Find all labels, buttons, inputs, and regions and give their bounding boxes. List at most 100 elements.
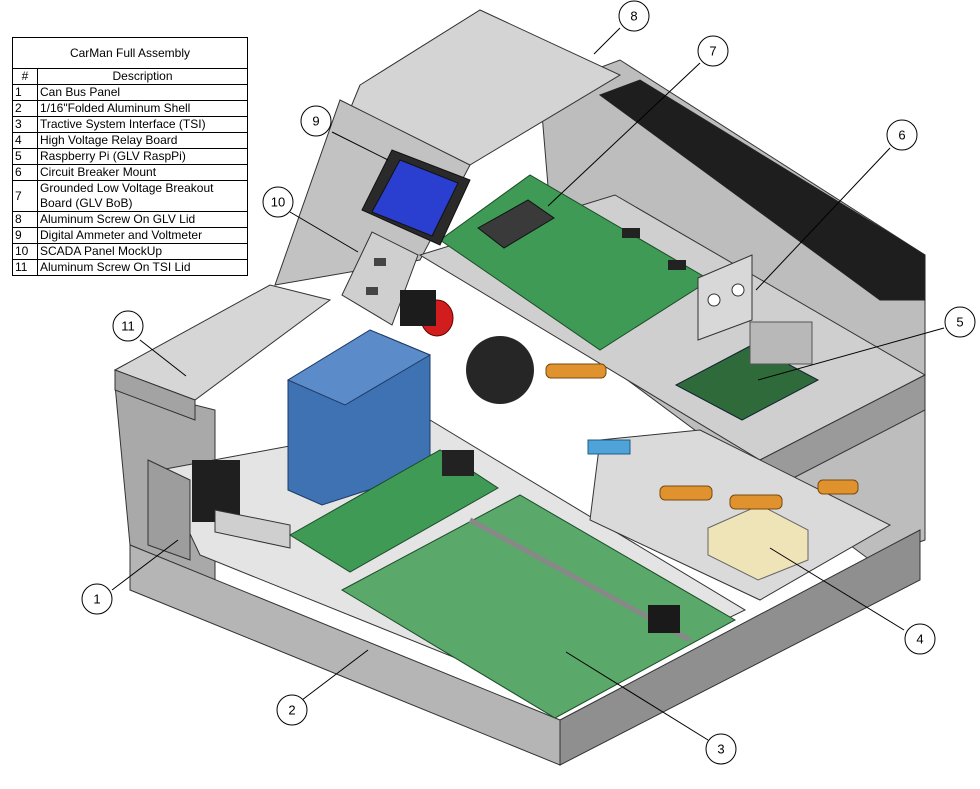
svg-text:8: 8 <box>630 9 637 24</box>
shell-front-wall-right <box>559 529 921 766</box>
bom-row-desc: Raspberry Pi (GLV RaspPi) <box>37 148 248 165</box>
bom-row-desc: 1/16"Folded Aluminum Shell <box>37 100 248 117</box>
svg-text:1: 1 <box>93 592 100 607</box>
din-rail <box>214 509 291 549</box>
leader-11 <box>139 339 187 377</box>
svg-text:5: 5 <box>956 315 963 330</box>
bom-row-num: 2 <box>12 100 38 117</box>
svg-text:6: 6 <box>898 128 905 143</box>
balloon-8: 8 <box>618 0 650 32</box>
leader-2 <box>301 649 369 701</box>
svg-text:11: 11 <box>121 319 135 334</box>
orange-resistor-d <box>817 479 859 495</box>
breaker-body <box>400 290 436 326</box>
bom-row-num: 4 <box>12 132 38 149</box>
bom-row-desc: Aluminum Screw On GLV Lid <box>37 211 248 228</box>
glv-bob-connector-b <box>668 260 686 270</box>
bom-row-num: 3 <box>12 116 38 133</box>
bom-row-desc: Grounded Low Voltage Breakout Board (GLV… <box>37 180 248 212</box>
breaker-hole-b <box>731 283 745 297</box>
bom-row-desc: Aluminum Screw On TSI Lid <box>37 259 248 276</box>
orange-resistor-a <box>729 494 783 510</box>
glv-bob-module <box>477 199 555 249</box>
bom-row-desc: High Voltage Relay Board <box>37 132 248 149</box>
bom-row-desc: Tractive System Interface (TSI) <box>37 116 248 133</box>
large-relay <box>466 336 534 404</box>
leader-9 <box>331 131 389 161</box>
balloon-9: 9 <box>300 105 332 137</box>
svg-text:7: 7 <box>709 44 716 59</box>
bom-row-desc: Digital Ammeter and Voltmeter <box>37 227 248 244</box>
bom-title: CarMan Full Assembly <box>12 37 248 69</box>
balloon-2: 2 <box>276 694 308 726</box>
tsi-board <box>340 494 737 719</box>
scada-switch-b <box>366 287 378 295</box>
leader-4 <box>769 547 905 631</box>
bom-row-num: 10 <box>12 243 38 260</box>
scada-switch-a <box>374 258 386 266</box>
leader-10 <box>289 211 359 253</box>
balloon-7: 7 <box>697 35 729 67</box>
balloon-6: 6 <box>886 119 918 151</box>
shell-top-dark-panel <box>598 79 926 301</box>
rpi-usb-ports <box>749 321 813 365</box>
leader-6 <box>755 147 891 291</box>
bom-row-desc: Circuit Breaker Mount <box>37 164 248 181</box>
bom-row-num: 11 <box>12 259 38 276</box>
svg-text:10: 10 <box>271 195 285 210</box>
meter-screen <box>371 159 459 237</box>
can-bus-panel <box>147 459 191 561</box>
blue-enclosure-top <box>286 329 432 406</box>
orange-resistor-c <box>659 485 713 501</box>
breaker-hole-a <box>707 293 721 307</box>
scada-panel <box>341 231 419 326</box>
svg-text:9: 9 <box>312 114 319 129</box>
leader-8 <box>593 27 621 55</box>
leader-7 <box>547 62 701 207</box>
svg-text:4: 4 <box>916 632 923 647</box>
orange-resistor-b <box>545 363 607 379</box>
bom-row-num: 6 <box>12 164 38 181</box>
balloon-3: 3 <box>705 733 737 765</box>
small-pcb-connector <box>442 450 474 476</box>
bom-row-num: 1 <box>12 84 38 101</box>
bom-row-num: 5 <box>12 148 38 165</box>
leader-1 <box>111 539 179 591</box>
tsi-lid-front <box>114 369 196 421</box>
breaker-mount <box>697 254 753 341</box>
balloon-1: 1 <box>81 583 113 615</box>
tsi-connector <box>648 605 680 633</box>
svg-text:2: 2 <box>288 703 295 718</box>
balloon-10: 10 <box>262 186 294 218</box>
leader-5 <box>757 327 945 381</box>
glv-bob-connector-a <box>622 228 640 238</box>
svg-text:3: 3 <box>717 742 724 757</box>
balloon-4: 4 <box>904 623 936 655</box>
small-pcb <box>289 449 499 573</box>
bom-row-num: 9 <box>12 227 38 244</box>
bom-header-num: # <box>12 68 38 85</box>
leader-3 <box>565 651 709 741</box>
bom-row-num: 8 <box>12 211 38 228</box>
balloon-5: 5 <box>944 306 976 338</box>
bom-row-desc: Can Bus Panel <box>37 84 248 101</box>
bom-row-desc: SCADA Panel MockUp <box>37 243 248 260</box>
bom-header-desc: Description <box>37 68 248 85</box>
blue-fuse <box>587 439 631 455</box>
bom-row-num: 7 <box>12 180 38 212</box>
balloon-11: 11 <box>112 310 144 342</box>
